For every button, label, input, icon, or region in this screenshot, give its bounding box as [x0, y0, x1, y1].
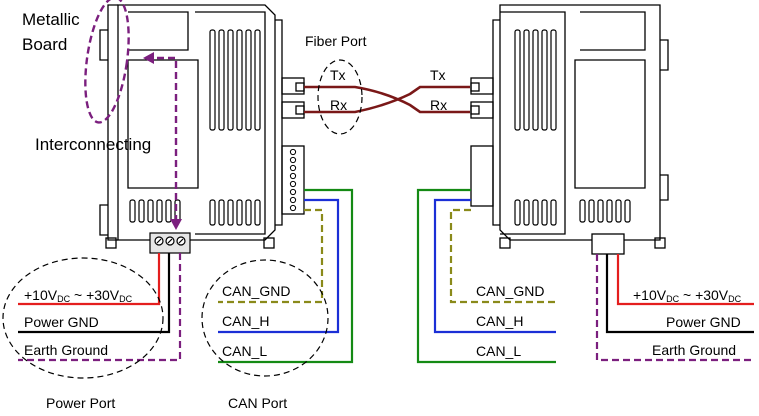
left-can-l-label: CAN_L: [222, 343, 267, 359]
fiber-port-ellipse: [317, 59, 363, 135]
wire-right-can-gnd: [449, 208, 556, 304]
terminal-pin: [289, 172, 297, 180]
vent-slot: [541, 199, 548, 226]
vent-slot: [514, 199, 521, 226]
left-power-terminal: [149, 232, 191, 254]
left-vent-slots: [129, 29, 261, 226]
right-fiber-tx-label: Tx: [430, 67, 446, 83]
vent-slot: [579, 199, 586, 223]
vent-slot: [541, 29, 548, 131]
vent-slot: [209, 199, 216, 226]
metallic-board-ellipse: [84, 0, 130, 124]
vent-slot: [129, 199, 136, 223]
vent-slot: [245, 29, 252, 131]
vent-slot: [550, 199, 557, 226]
can-port-label: CAN Port: [228, 395, 287, 411]
left-power-wires: [18, 253, 182, 362]
wire-left-power-positive: [18, 253, 161, 306]
wire-right-can-l: [416, 188, 556, 364]
wire-right-earth: [595, 254, 754, 362]
wire-right-power-positive: [616, 254, 754, 306]
fiber-rx-to-tx: [304, 85, 470, 114]
left-earth-ground-label: Earth Ground: [24, 342, 108, 358]
vent-slot: [245, 199, 252, 226]
vent-slot: [138, 199, 145, 223]
wire-left-can-l: [218, 188, 354, 364]
vent-slot: [209, 29, 216, 131]
vent-slot: [532, 29, 539, 131]
terminal-pin: [289, 156, 297, 164]
vent-slot: [514, 29, 521, 131]
right-power-gnd-label: Power GND: [666, 314, 741, 330]
metallic-board-label-line2: Board: [22, 35, 67, 54]
terminal-pin: [289, 164, 297, 172]
right-can-wires: [416, 188, 556, 364]
vent-slot: [523, 199, 530, 226]
vent-slot: [523, 29, 530, 131]
left-can-gnd-label: CAN_GND: [222, 283, 290, 299]
vent-slot: [236, 199, 243, 226]
terminal-pin: [289, 148, 297, 156]
left-voltage-label: +10VDC ~ +30VDC: [24, 287, 133, 304]
can-port-ellipse: [201, 259, 329, 377]
power-port-label: Power Port: [46, 395, 115, 411]
vent-slot: [227, 29, 234, 131]
wire-left-can-h: [218, 198, 340, 334]
wire-right-power-gnd: [605, 254, 754, 334]
fiber-port-label: Fiber Port: [305, 33, 367, 49]
metallic-board-label-line1: Metallic: [22, 10, 80, 29]
left-fiber-rx-label: Rx: [330, 97, 347, 113]
vent-slot: [147, 199, 154, 223]
right-vent-slots: [514, 29, 631, 226]
terminal-pin: [289, 180, 297, 188]
left-can-wires: [218, 188, 354, 364]
right-earth-ground-label: Earth Ground: [652, 342, 736, 358]
right-can-h-label: CAN_H: [476, 313, 523, 329]
wire-left-power-gnd: [18, 253, 171, 334]
interconnecting-path: [152, 56, 178, 222]
left-can-h-label: CAN_H: [222, 313, 269, 329]
vent-slot: [156, 199, 163, 223]
vent-slot: [606, 199, 613, 223]
vent-slot: [597, 199, 604, 223]
vent-slot: [227, 199, 234, 226]
terminal-pin: [289, 188, 297, 196]
vent-slot: [218, 29, 225, 131]
left-can-terminal-pins: [289, 148, 297, 212]
right-device: [470, 4, 669, 255]
annotation-ellipses: [2, 59, 363, 379]
interconnecting-label: Interconnecting: [35, 135, 151, 154]
vent-slot: [624, 199, 631, 223]
right-fiber-rx-label: Rx: [430, 97, 447, 113]
wire-left-earth: [18, 253, 182, 362]
right-voltage-label: +10VDC ~ +30VDC: [633, 287, 742, 304]
right-power-wires: [595, 254, 754, 362]
fiber-cables: [304, 85, 470, 114]
vent-slot: [550, 29, 557, 131]
vent-slot: [615, 199, 622, 223]
arrow-down-icon: [170, 219, 182, 230]
right-can-gnd-label: CAN_GND: [476, 283, 544, 299]
vent-slot: [588, 199, 595, 223]
left-fiber-tx-label: Tx: [330, 67, 346, 83]
fiber-tx-to-rx: [304, 85, 470, 114]
left-power-gnd-label: Power GND: [24, 314, 99, 330]
wire-right-can-h: [433, 198, 556, 334]
vent-slot: [236, 29, 243, 131]
terminal-pin: [289, 204, 297, 212]
arrow-up-left-icon: [143, 52, 154, 64]
power-port-ellipse: [2, 257, 164, 379]
interconnecting-arrows: [143, 52, 182, 230]
vent-slot: [254, 199, 261, 226]
vent-slot: [165, 199, 172, 223]
vent-slot: [218, 199, 225, 226]
right-can-l-label: CAN_L: [476, 343, 521, 359]
vent-slot: [532, 199, 539, 226]
terminal-pin: [289, 196, 297, 204]
vent-slot: [254, 29, 261, 131]
